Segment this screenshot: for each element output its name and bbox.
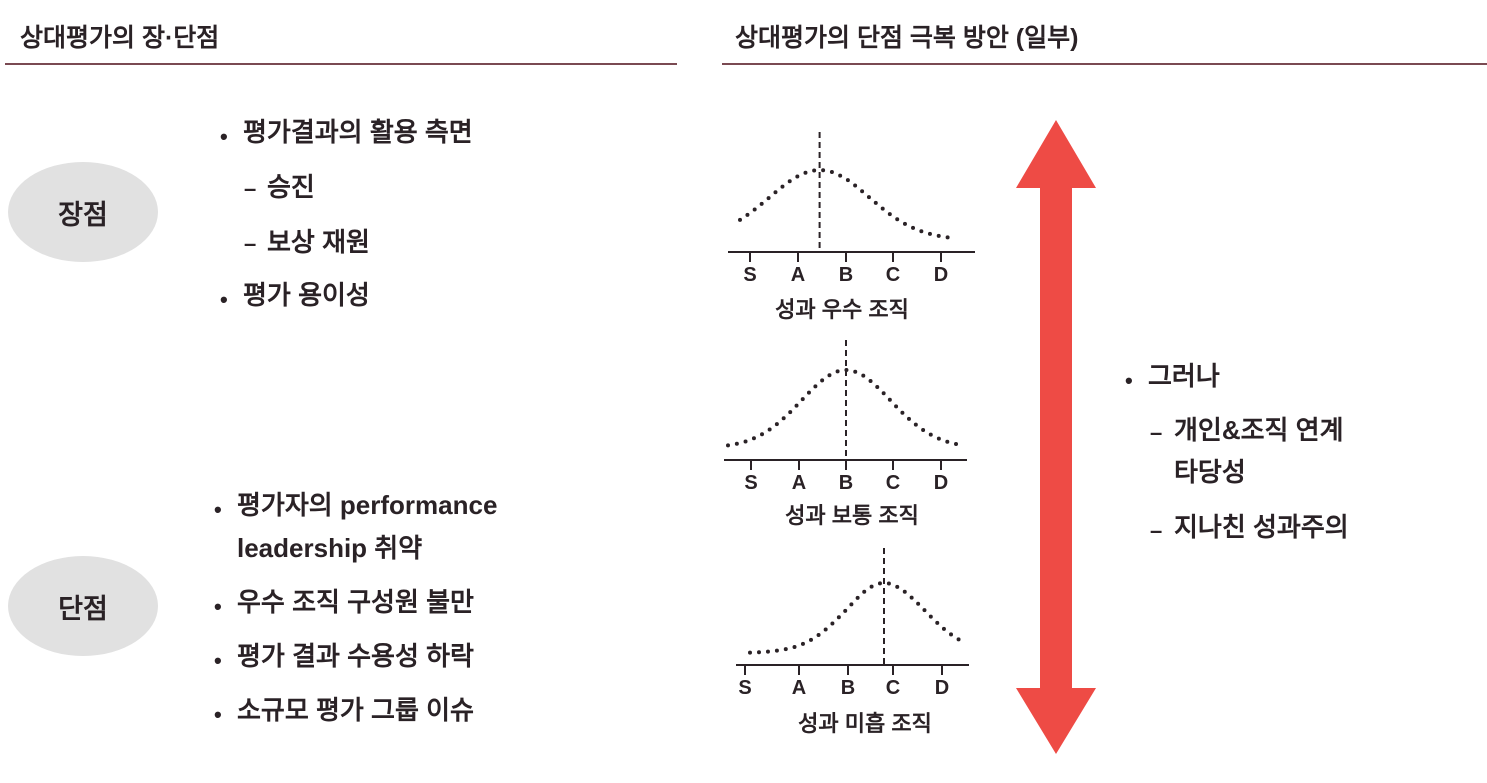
curve-excellent-caption: 성과 우수 조직 bbox=[775, 297, 909, 322]
cons-item-0-bullet: • bbox=[214, 497, 222, 522]
pros-item-2-bullet: – bbox=[244, 231, 257, 256]
curve-tick-label: D bbox=[934, 472, 948, 494]
curve-tick-label: D bbox=[935, 677, 949, 699]
curve-tick-label: C bbox=[886, 264, 900, 286]
right-item-0: 그러나 bbox=[1148, 361, 1220, 391]
curve-tick-label: S bbox=[744, 472, 757, 494]
curve-tick-label: C bbox=[886, 472, 900, 494]
right-header-rule bbox=[722, 63, 1487, 65]
cons-item-4-bullet: • bbox=[214, 702, 222, 727]
right-item-2: 타당성 bbox=[1174, 457, 1246, 487]
curve-tick-label: B bbox=[841, 677, 855, 699]
cons-item-2-bullet: • bbox=[214, 594, 222, 619]
right-header: 상대평가의 단점 극복 방안 (일부) bbox=[735, 24, 1079, 52]
right-item-3-bullet: – bbox=[1150, 518, 1163, 543]
curve-average-caption: 성과 보통 조직 bbox=[785, 503, 919, 528]
left-header: 상대평가의 장·단점 bbox=[20, 24, 220, 52]
cons-item-1: leadership 취약 bbox=[237, 533, 423, 563]
curve-tick-label: A bbox=[792, 677, 806, 699]
curve-tick-label: A bbox=[792, 472, 806, 494]
curve-dotted-line bbox=[738, 168, 950, 240]
pros-item-1-bullet: – bbox=[244, 176, 257, 201]
cons-label: 단점 bbox=[58, 593, 108, 624]
curve-tick-label: D bbox=[934, 264, 948, 286]
right-item-0-bullet: • bbox=[1125, 368, 1133, 393]
curve-tick-label: S bbox=[738, 677, 751, 699]
pros-item-2: 보상 재원 bbox=[267, 227, 370, 257]
curve-tick-label: C bbox=[886, 677, 900, 699]
double-arrow-shape bbox=[1016, 120, 1096, 754]
pros-item-0: 평가결과의 활용 측면 bbox=[243, 117, 473, 147]
left-header-rule bbox=[5, 63, 677, 65]
cons-item-3: 평가 결과 수용성 하락 bbox=[237, 641, 474, 671]
curve-tick-label: B bbox=[839, 264, 853, 286]
right-item-1-bullet: – bbox=[1150, 420, 1163, 445]
cons-item-4: 소규모 평가 그룹 이슈 bbox=[237, 695, 474, 725]
cons-item-0: 평가자의 performance bbox=[237, 490, 498, 520]
cons-item-2: 우수 조직 구성원 불만 bbox=[237, 587, 474, 617]
right-item-3: 지나친 성과주의 bbox=[1174, 512, 1349, 542]
pros-item-3-bullet: • bbox=[220, 287, 228, 312]
curve-poor-caption: 성과 미흡 조직 bbox=[798, 711, 932, 736]
right-item-1: 개인&조직 연계 bbox=[1174, 415, 1344, 445]
curve-dotted-line bbox=[748, 580, 964, 655]
curve-tick-label: S bbox=[743, 264, 756, 286]
pros-ellipse: 장점 bbox=[8, 162, 158, 262]
pros-label: 장점 bbox=[58, 199, 108, 230]
cons-item-3-bullet: • bbox=[214, 648, 222, 673]
pros-item-0-bullet: • bbox=[220, 124, 228, 149]
curve-tick-label: B bbox=[839, 472, 853, 494]
pros-item-1: 승진 bbox=[267, 172, 315, 202]
curve-tick-label: A bbox=[791, 264, 805, 286]
double-arrow bbox=[1016, 120, 1096, 754]
cons-ellipse: 단점 bbox=[8, 556, 158, 656]
pros-item-3: 평가 용이성 bbox=[243, 280, 370, 310]
